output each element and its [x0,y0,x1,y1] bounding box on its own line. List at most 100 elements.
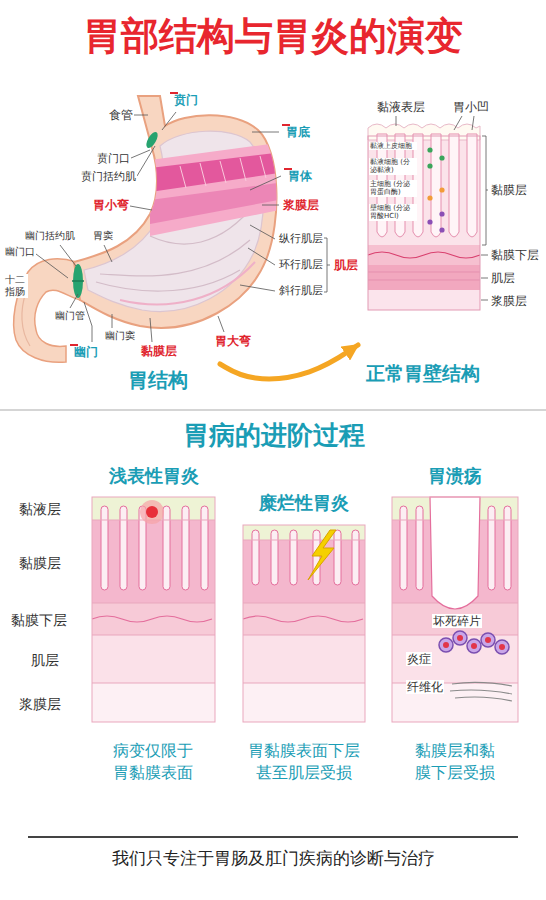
page-title: 胃部结构与胃炎的演变 [0,14,546,60]
part-label: 肌层 [333,258,359,272]
leader-line [250,176,281,190]
leader-line [396,116,397,126]
region-name: 幽门 [74,345,98,360]
pyloric-opening [72,280,84,282]
stage-panel: 胃溃疡黏膜层和黏膜下层受损 [376,465,534,780]
cell [495,640,509,654]
bracket [482,136,488,245]
panel-heading: 胃结构 [128,368,188,393]
mucus-layer [243,525,365,540]
stripe [260,156,266,178]
parietal-cell [439,227,444,232]
part-label: 黏膜层 [140,344,178,358]
crypt [313,530,320,585]
stripe [220,161,226,183]
stage-caption: 病变仅限于胃黏膜表面 [110,740,196,785]
wall-panel: 正常胃壁结构 [358,100,544,350]
crypt [352,530,359,585]
muscle-line [368,272,480,280]
part-label: 胃窦 [92,230,114,242]
fibrosis-lines [450,682,512,701]
part-label: 幽门窦 [104,330,136,342]
gland-cells [427,147,444,232]
leader-line [454,116,474,130]
leader-lines [36,112,330,342]
stripe [200,163,206,186]
pyloric-sphincter [73,264,83,298]
region-tag: 贲门 [170,92,178,94]
serosa-layer [243,683,365,722]
stage-panel: 浅表性胃炎病变仅限于胃黏膜表面 [72,465,235,780]
part-label: 黏膜下层 [10,612,68,629]
fiber [452,682,512,686]
panel-outline [92,497,215,722]
leader-line [84,302,92,342]
muscle-band [150,150,300,192]
panel-outline [392,497,518,722]
crypt [201,506,208,590]
ulcer-crater [430,497,480,609]
part-label: 黏膜下层 [490,248,540,262]
muscle-layer [92,635,215,683]
stripe [180,166,186,188]
submucosa-layer [243,603,365,635]
part-label: 幽门管 [54,310,86,322]
wall-outline [368,136,480,310]
region-tag: 胃底 [282,124,290,126]
region-tag: 幽门 [70,344,78,346]
vessel-line [368,252,480,258]
section-heading: 胃病的进阶过程 [0,420,546,451]
part-label: 肌层 [490,271,516,285]
leader-line [262,205,279,206]
footer-bar: 我们只专注于胃肠及肛门疾病的诊断与治疗 [28,836,518,869]
crypt [101,506,108,590]
part-label: 肌层 [30,652,60,669]
part-label: 炎症 [406,652,432,666]
cell [467,639,481,653]
crypts [252,530,359,585]
ulcer-drawing [392,497,518,722]
muscle-layer [368,265,480,290]
part-label: 黏液层 [18,501,62,518]
stomach-panel: 胃结构贲门胃底胃体幽门 [0,90,335,364]
inflammation-cells [439,631,509,654]
muscle-stripes [180,156,266,188]
mucosa-layer [243,540,365,603]
part-label: 环行肌层 [278,258,324,271]
fiber [450,690,512,694]
gland [449,134,459,237]
section-divider [0,409,546,411]
vessel-line [92,616,212,622]
lesion-dot [146,506,158,518]
region-tag: 胃体 [284,168,292,170]
cell-core [471,643,477,649]
submucosa-layer [368,245,480,265]
chief-cell [439,187,444,192]
part-label: 幽门口 [4,246,36,258]
crypt [334,530,341,585]
leader-line [240,285,275,291]
region-name: 胃体 [288,169,312,184]
serosa-layer [368,290,480,310]
leader-line [162,112,176,130]
part-label: 胃小弯 [92,198,130,212]
part-label: 黏液上皮细胞 [369,142,417,150]
crypt [163,506,170,590]
panel-outline [243,525,365,722]
bracket [324,238,330,292]
part-label: 壁细胞 (分泌胃酸HCl) [369,204,417,221]
leader-line [481,255,488,256]
part-label: 纵行肌层 [278,232,324,245]
leader-line [248,248,275,265]
part-label: 幽门括约肌 [24,230,76,242]
muscle-band [150,140,300,236]
leader-line [481,300,488,301]
crypt [504,506,511,590]
stage-panel: 糜烂性胃炎胃黏膜表面下层甚至肌层受损 [224,492,384,780]
chief-cell [427,195,432,200]
part-label: 贲门口 [96,152,131,165]
leader-line [150,318,152,342]
leader-line [252,132,279,133]
fiber [455,697,512,701]
